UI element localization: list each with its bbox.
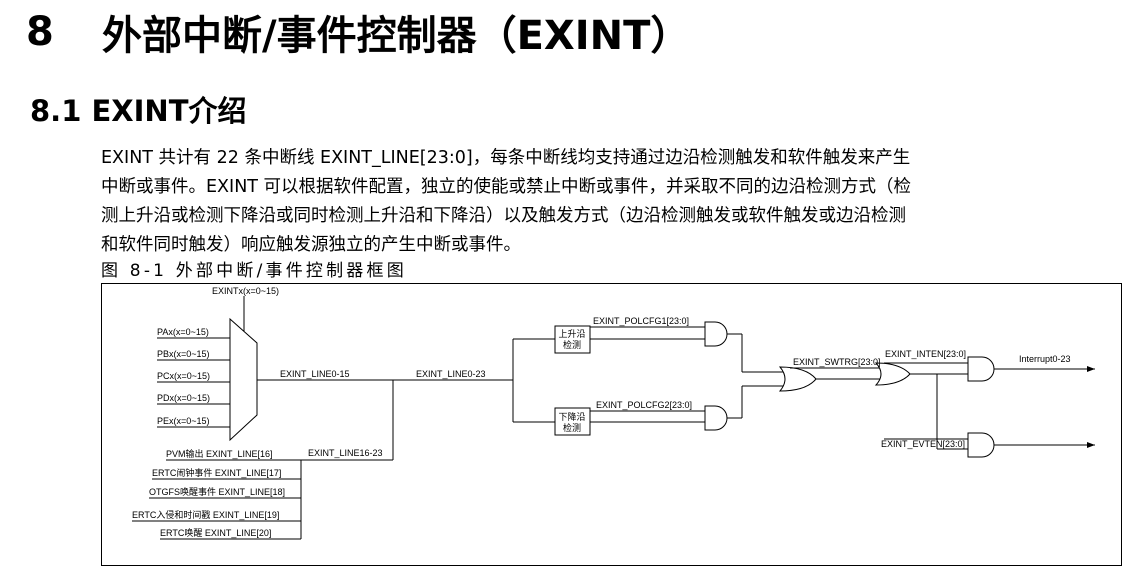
input-label-pb: PBx(x=0~15): [157, 349, 210, 359]
intro-line: 中断或事件。EXINT 可以根据软件配置，独立的使能或禁止中断或事件，并采取不同…: [101, 177, 912, 197]
chapter-heading: 8 外部中断/事件控制器（EXINT）: [26, 4, 690, 60]
polcfg1-label: EXINT_POLCFG1[23:0]: [593, 316, 689, 326]
input-label-line17: ERTC闹钟事件 EXINT_LINE[17]: [152, 467, 281, 478]
figure-caption: 图 8-1 外部中断/事件控制器框图: [101, 261, 407, 281]
input-label-pe: PEx(x=0~15): [157, 416, 210, 426]
intro-line: EXINT 共计有 22 条中断线 EXINT_LINE[23:0]，每条中断线…: [101, 148, 911, 168]
polcfg2-label: EXINT_POLCFG2[23:0]: [596, 400, 692, 410]
input-multiplexer: [229, 317, 258, 442]
rising-box-label-2: 检测: [563, 339, 581, 350]
diagram-svg: EXINTx(x=0~15) PAx(x=0~15) PBx(x=0~15) P…: [132, 286, 1095, 540]
input-label-line16: PVM输出 EXINT_LINE[16]: [166, 448, 273, 459]
input-label-pd: PDx(x=0~15): [157, 393, 210, 403]
input-label-line20: ERTC唤醒 EXINT_LINE[20]: [160, 527, 271, 538]
falling-edge-detector: [554, 407, 591, 436]
mux-select-label: EXINTx(x=0~15): [212, 286, 279, 296]
section-heading: 8.1 EXINT介绍: [30, 94, 247, 128]
and-gate-falling: [704, 405, 728, 431]
intro-line: 测上升沿或检测下降沿或同时检测上升沿和下降沿）以及触发方式（边沿检测触发或软件触…: [101, 206, 906, 226]
input-label-pc: PCx(x=0~15): [157, 371, 210, 381]
interrupt-output-label: Interrupt0-23: [1019, 354, 1071, 364]
and-gate-interrupt: [967, 356, 995, 382]
inten-label: EXINT_INTEN[23:0]: [885, 349, 966, 359]
bus-label-0-23: EXINT_LINE0-23: [416, 369, 486, 379]
intro-line: 和软件同时触发）响应触发源独立的产生中断或事件。: [101, 235, 521, 255]
chapter-number: 8: [26, 9, 54, 55]
bus-label-16-23: EXINT_LINE16-23: [308, 448, 383, 458]
evten-label: EXINT_EVTEN[23:0]: [881, 439, 965, 449]
input-label-line19: ERTC入侵和时间戳 EXINT_LINE[19]: [132, 509, 279, 520]
and-gate-rising: [704, 321, 728, 347]
chapter-title: 外部中断/事件控制器（EXINT）: [102, 13, 691, 59]
and-gate-event: [967, 432, 995, 458]
exint-block-diagram: EXINTx(x=0~15) PAx(x=0~15) PBx(x=0~15) P…: [101, 283, 1122, 566]
swtrg-label: EXINT_SWTRG[23:0]: [793, 357, 881, 367]
intro-paragraph: EXINT 共计有 22 条中断线 EXINT_LINE[23:0]，每条中断线…: [101, 144, 1101, 260]
input-label-line18: OTGFS唤醒事件 EXINT_LINE[18]: [149, 486, 285, 497]
bus-label-0-15: EXINT_LINE0-15: [280, 369, 350, 379]
falling-box-label-1: 下降沿: [558, 411, 585, 422]
falling-box-label-2: 检测: [563, 422, 581, 433]
input-label-pa: PAx(x=0~15): [157, 327, 209, 337]
or-gate-software: [874, 362, 911, 386]
rising-box-label-1: 上升沿: [558, 329, 585, 339]
or-gate-edge: [778, 366, 817, 392]
